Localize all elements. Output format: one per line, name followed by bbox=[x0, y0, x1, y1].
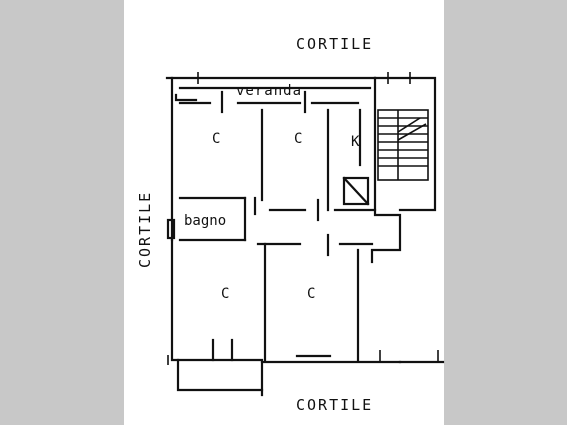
label-bathroom: bagno bbox=[184, 213, 227, 229]
veranda-bracket bbox=[174, 93, 198, 102]
stair-wall bbox=[373, 76, 437, 212]
label-room-2: C bbox=[294, 131, 303, 147]
window-ticks bbox=[167, 72, 439, 365]
stair-arrow bbox=[397, 117, 421, 133]
outer-wall-right bbox=[370, 76, 402, 252]
label-courtyard-top: CORTILE bbox=[296, 35, 374, 53]
label-room-1: C bbox=[212, 131, 221, 147]
stair-box bbox=[377, 109, 429, 181]
drawing-sheet bbox=[124, 0, 444, 425]
balcony-bottom bbox=[176, 358, 264, 392]
outer-wall-left-lower bbox=[170, 238, 264, 397]
label-veranda: veranda bbox=[236, 83, 303, 99]
walls bbox=[165, 76, 445, 397]
lift-cross bbox=[342, 176, 370, 206]
label-courtyard-left: CORTILE bbox=[136, 190, 154, 268]
label-room-3: C bbox=[221, 286, 230, 302]
label-kitchen: K bbox=[351, 134, 360, 150]
lift-shaft bbox=[342, 176, 370, 206]
label-room-4: C bbox=[307, 286, 316, 302]
bath-window bbox=[166, 218, 176, 240]
label-courtyard-bottom: CORTILE bbox=[296, 396, 374, 414]
stair-arrow bbox=[397, 123, 427, 141]
staircase bbox=[377, 109, 429, 181]
